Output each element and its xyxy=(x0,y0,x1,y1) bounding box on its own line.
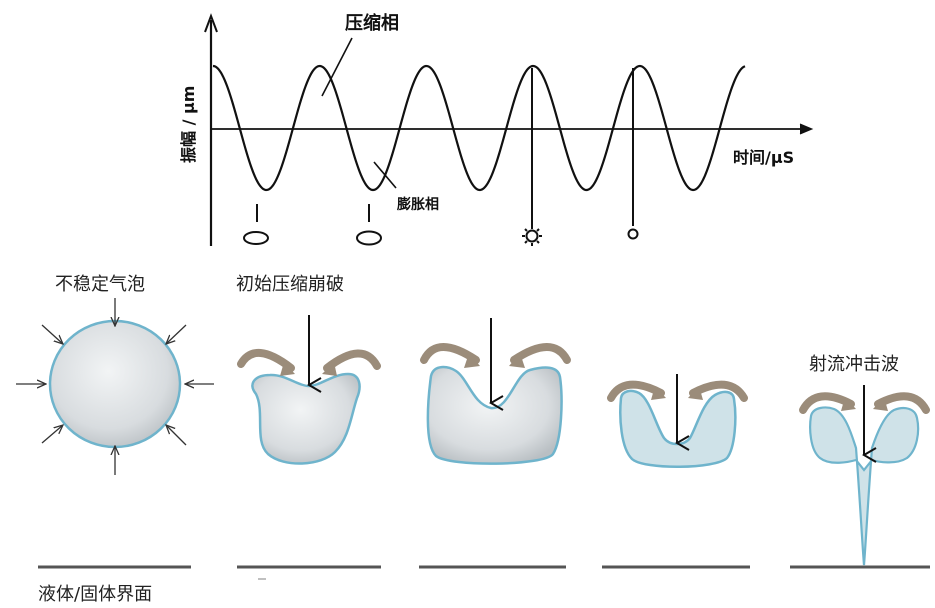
jet-impact-label: 射流冲击波 xyxy=(809,354,899,375)
bubble-marker-1 xyxy=(243,204,269,245)
bubble-marker-4 xyxy=(627,68,639,240)
pressure-wave xyxy=(212,64,746,192)
stage-initial-collapse xyxy=(237,315,381,465)
compression-callout-line xyxy=(321,37,353,97)
bubble-marker-3-collapsing xyxy=(522,68,542,246)
initial-collapse-label: 初始压缩崩破 xyxy=(236,274,344,295)
stage-jet-forming xyxy=(607,374,748,468)
bubble-marker-2 xyxy=(356,204,382,246)
compression-phase-label: 压缩相 xyxy=(345,12,399,34)
y-axis-label: 振幅 / μm xyxy=(179,86,198,163)
x-axis-label: 时间/μS xyxy=(733,148,794,167)
y-axis-arrowhead xyxy=(204,13,218,33)
rarefaction-phase-label: 膨胀相 xyxy=(397,196,439,213)
rarefaction-callout-line xyxy=(373,161,397,189)
stage-deformation xyxy=(420,318,571,465)
unstable-bubble-label: 不稳定气泡 xyxy=(55,274,145,295)
x-axis-arrowhead xyxy=(799,123,814,135)
wave-chart: 压缩相 膨胀相 振幅 / μm 时间/μS xyxy=(179,12,814,246)
stage-unstable-bubble xyxy=(16,298,214,475)
interface-label: 液体/固体界面 xyxy=(38,584,152,605)
stage-jet-impact xyxy=(799,385,930,566)
